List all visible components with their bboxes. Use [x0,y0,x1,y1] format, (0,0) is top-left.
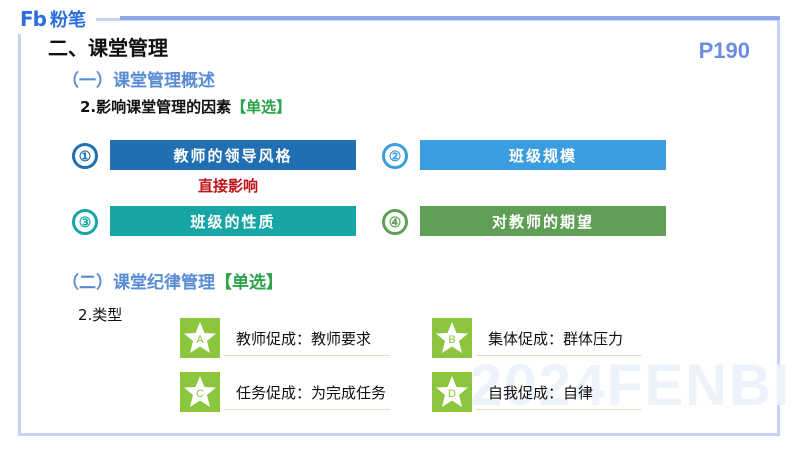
subsection-title-1: （一）课堂管理概述 [62,71,215,91]
factor-bar-2: 班级规模 [420,140,666,170]
topic-heading: 2.影响课堂管理的因素【单选】 [80,96,291,117]
subsection-title-2: （二）课堂纪律管理【单选】 [62,268,283,293]
badge-letter: C [196,388,204,400]
star-badge-icon: B [432,318,472,358]
factor-bar-4: 对教师的期望 [420,206,666,236]
frame-top-accent [120,16,780,20]
type-text: 教师促成：教师要求 [236,330,372,348]
brand-logo: Fb 粉笔 [10,4,96,34]
factor-number-2: ② [382,143,408,169]
divider [224,409,390,410]
section-title: 二、课堂管理 [48,36,168,60]
factor-number-3: ③ [72,209,98,235]
type-item-a: A 教师促成：教师要求 [180,318,390,358]
logo-mark: Fb [20,7,47,31]
divider [476,409,642,410]
subsection-2-title: （二）课堂纪律管理 [62,273,215,293]
divider [224,355,390,356]
star-badge-icon: C [180,372,220,412]
types-label: 2.类型 [78,306,123,324]
type-item-c: C 任务促成：为完成任务 [180,372,390,412]
watermark: 2024FENBI [470,353,792,418]
type-text: 集体促成：群体压力 [488,330,624,348]
topic-tag: 【单选】 [231,98,292,116]
page-number: P190 [698,38,750,63]
divider [476,355,642,356]
star-badge-icon: A [180,318,220,358]
logo-text: 粉笔 [49,10,86,31]
type-text: 自我促成：自律 [488,384,594,402]
factor-number-1: ① [72,143,98,169]
type-text: 任务促成：为完成任务 [236,384,387,402]
type-item-d: D 自我促成：自律 [432,372,642,412]
factor-bar-1: 教师的领导风格 [110,140,356,170]
direct-influence-note: 直接影响 [198,177,259,195]
factor-number-4: ④ [382,209,408,235]
topic-title: 2.影响课堂管理的因素 [80,98,232,116]
badge-letter: D [448,388,456,400]
type-item-b: B 集体促成：群体压力 [432,318,642,358]
star-badge-icon: D [432,372,472,412]
subsection-2-tag: 【单选】 [215,273,283,293]
badge-letter: A [196,334,204,346]
badge-letter: B [448,334,455,346]
factor-bar-3: 班级的性质 [110,206,356,236]
